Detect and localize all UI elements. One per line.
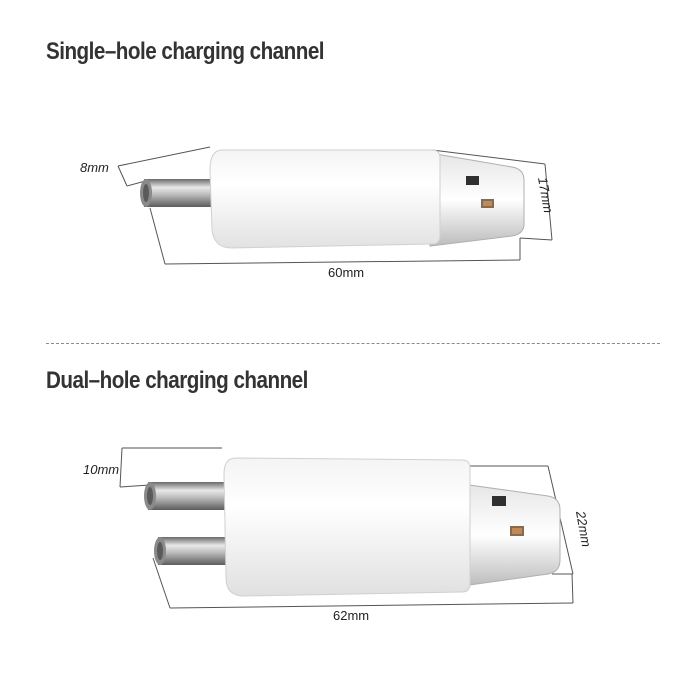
dual-length-label: 62mm <box>333 608 369 623</box>
dual-usb-plug <box>461 483 561 587</box>
single-dimension-lines <box>117 146 553 265</box>
dual-hole-adapter-illustration: 10mm 22mm 62mm <box>83 447 594 623</box>
dual-hole-title: Dual–hole charging channel <box>46 367 308 394</box>
dual-adapter-body <box>223 457 471 597</box>
single-adapter-body <box>209 149 441 249</box>
single-usb-plug <box>429 152 525 247</box>
single-hole-title: Single–hole charging channel <box>46 38 325 65</box>
dual-pin-top <box>144 482 236 510</box>
section-divider <box>46 343 660 344</box>
single-diameter-label: 8mm <box>80 160 109 175</box>
dual-pin-bottom <box>154 537 238 565</box>
dual-width-label: 22mm <box>573 509 594 548</box>
dual-diameter-label: 10mm <box>83 462 119 477</box>
single-width-label: 17mm <box>535 176 556 214</box>
single-hole-adapter-illustration: 8mm 17mm 60mm <box>80 146 556 280</box>
single-length-label: 60mm <box>328 265 364 280</box>
